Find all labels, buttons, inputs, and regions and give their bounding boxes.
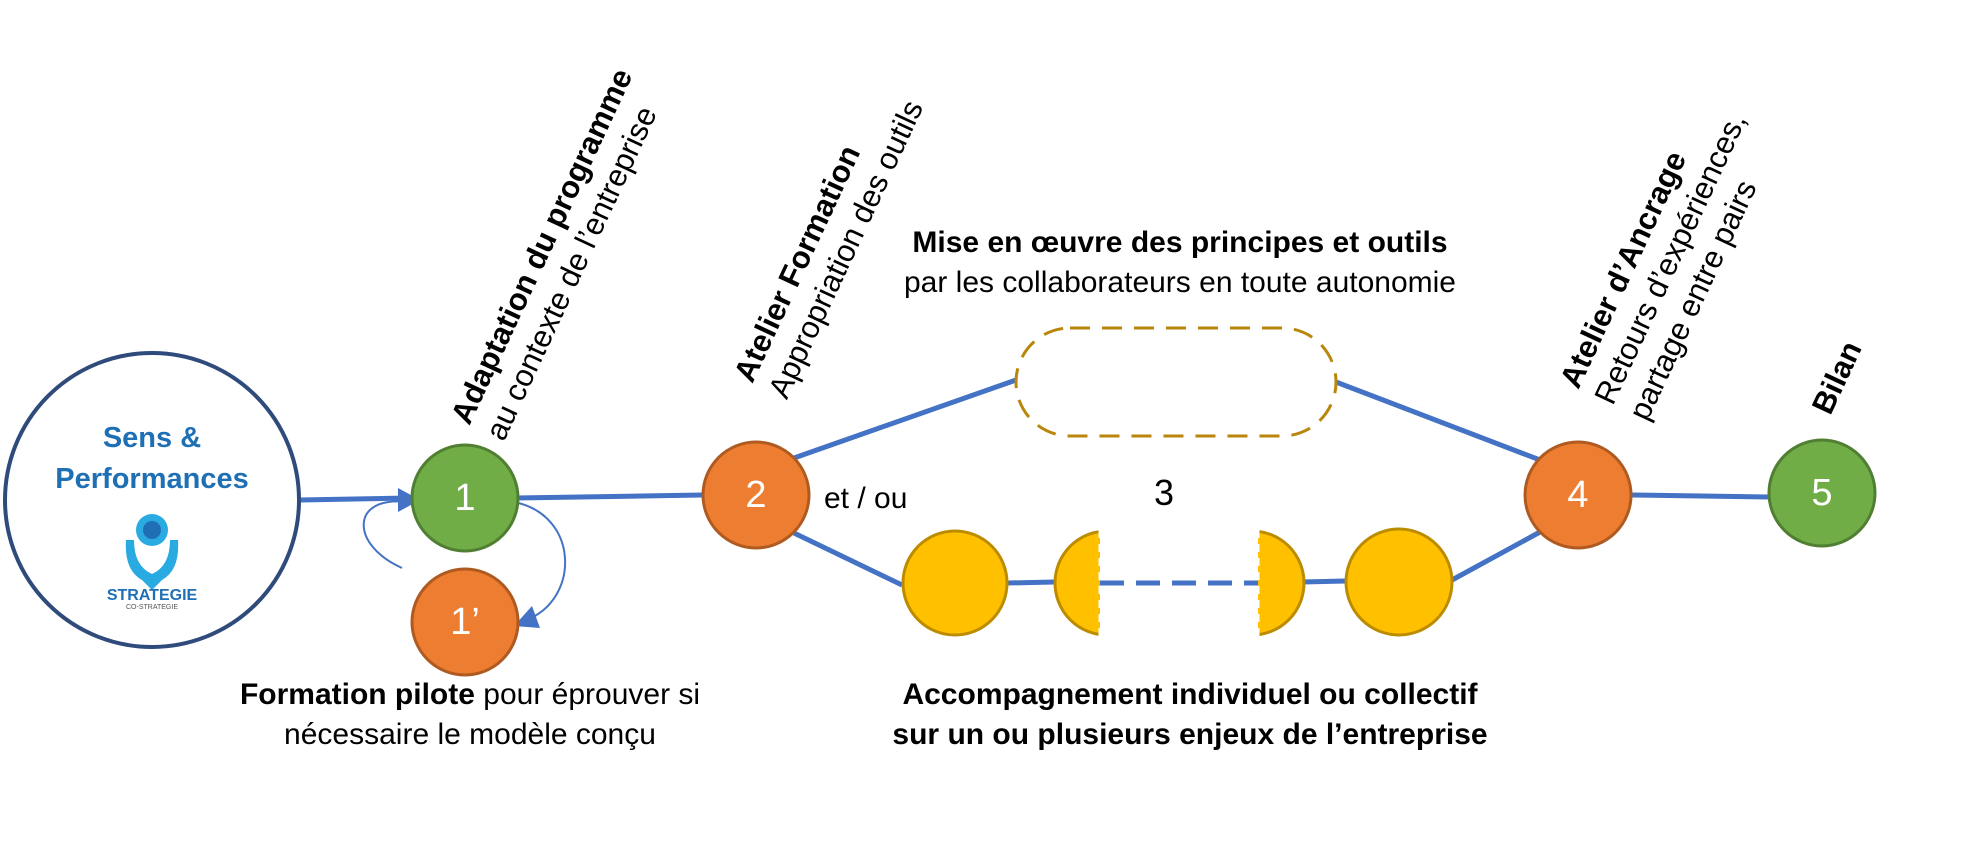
node-1 bbox=[410, 443, 520, 553]
connector-2-top bbox=[793, 377, 1017, 461]
node-5-label: 5 bbox=[1811, 472, 1833, 514]
loop-arrowhead-right bbox=[514, 606, 540, 628]
yellow-circle-4 bbox=[1344, 527, 1454, 637]
yellow-circle-1 bbox=[901, 529, 1009, 637]
pilot-bold: Formation pilote bbox=[239, 678, 475, 711]
dashed-pill-autonomy bbox=[1014, 326, 1338, 438]
connector-1-2 bbox=[515, 492, 703, 501]
connector-top-4 bbox=[1335, 379, 1541, 463]
yellow-circle-3-partial bbox=[1258, 529, 1306, 637]
connector-y1-y2 bbox=[1007, 579, 1055, 586]
node-2-label: 2 bbox=[745, 474, 767, 516]
logo-text: STRATEGIE bbox=[106, 587, 198, 604]
pilot-line1: Formation pilote pour éprouver si bbox=[200, 676, 740, 714]
loop-arrow-left bbox=[362, 500, 409, 569]
et-ou-label: et / ou bbox=[824, 482, 908, 515]
intro-title-line2: Performances bbox=[55, 463, 249, 495]
logo-icon bbox=[125, 514, 179, 590]
step3-top-sub: par les collaborateurs en toute autonomi… bbox=[903, 266, 1456, 299]
connector-bottom-4 bbox=[1450, 529, 1542, 583]
node-1-label: 1 bbox=[454, 477, 476, 519]
pilot-rest: pour éprouver si bbox=[474, 678, 701, 711]
connector-intro-1 bbox=[299, 495, 409, 503]
step3-bottom-line2: sur un ou plusieurs enjeux de l’entrepri… bbox=[892, 718, 1488, 751]
step3-top-title: Mise en œuvre des principes et outils bbox=[912, 226, 1448, 259]
intro-circle bbox=[3, 351, 301, 649]
loop-arrow-right bbox=[513, 501, 567, 621]
loop-arrowhead-left bbox=[398, 488, 420, 512]
connector-4-5 bbox=[1631, 492, 1769, 500]
step3-bottom-line1: Accompagnement individuel ou collectif bbox=[902, 678, 1478, 711]
node-1-prime-label: 1’ bbox=[450, 601, 480, 643]
node-3-label: 3 bbox=[1154, 472, 1175, 513]
connector-y3-y4 bbox=[1301, 578, 1347, 585]
node-1-prime bbox=[410, 567, 520, 677]
pilot-line2: nécessaire le modèle conçu bbox=[284, 718, 656, 751]
intro-title-line1: Sens & bbox=[102, 422, 202, 454]
node-4-label: 4 bbox=[1567, 474, 1589, 516]
node-4 bbox=[1523, 440, 1633, 550]
yellow-circle-2-partial bbox=[1053, 529, 1100, 637]
node-5 bbox=[1767, 438, 1877, 548]
node-2 bbox=[701, 440, 811, 550]
connector-2-bottom bbox=[792, 530, 904, 588]
logo-subtext: CO-STRATEGIE bbox=[126, 604, 178, 611]
